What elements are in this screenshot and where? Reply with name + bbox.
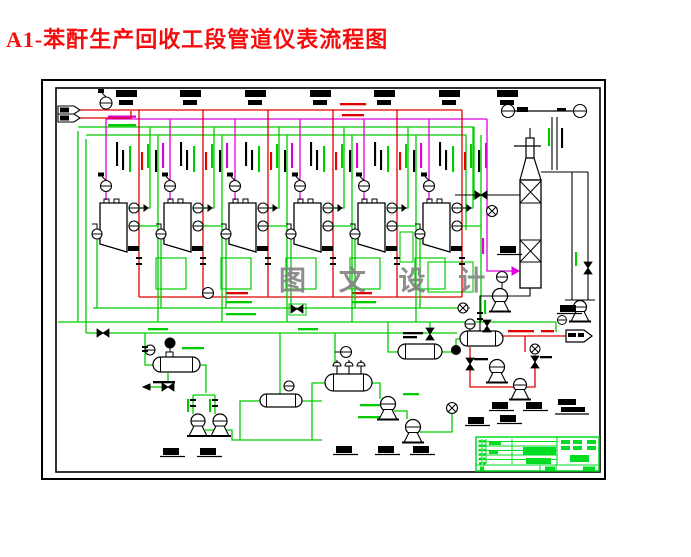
watermark-text: 图 文 设 计 [279,266,499,296]
drawing-frame [41,79,606,480]
drum-a-circuit [141,337,231,437]
condenser-unit-1 [91,110,165,322]
condenser-unit-2 [155,110,229,322]
vent-line [500,103,588,170]
condenser-unit-3 [220,110,294,322]
drawing-title: A1-苯酐生产回收工段管道仪表流程图 [6,27,389,52]
drum-d [397,327,461,360]
relief-drum-circuit [324,345,459,444]
condenser-unit-4 [285,110,359,322]
title-block [475,436,600,472]
equipment-tags-top [116,90,518,105]
condenser-unit-6 [414,110,488,322]
piping-green [58,124,578,441]
condenser-unit-5 [349,110,423,322]
feed-flags [57,89,113,123]
header-fittings [96,286,469,338]
equipment-tags-bottom [160,399,589,458]
distillation-column [455,128,595,332]
drum-b [259,380,303,408]
piping-red [80,103,566,388]
product-circuit [459,318,593,401]
